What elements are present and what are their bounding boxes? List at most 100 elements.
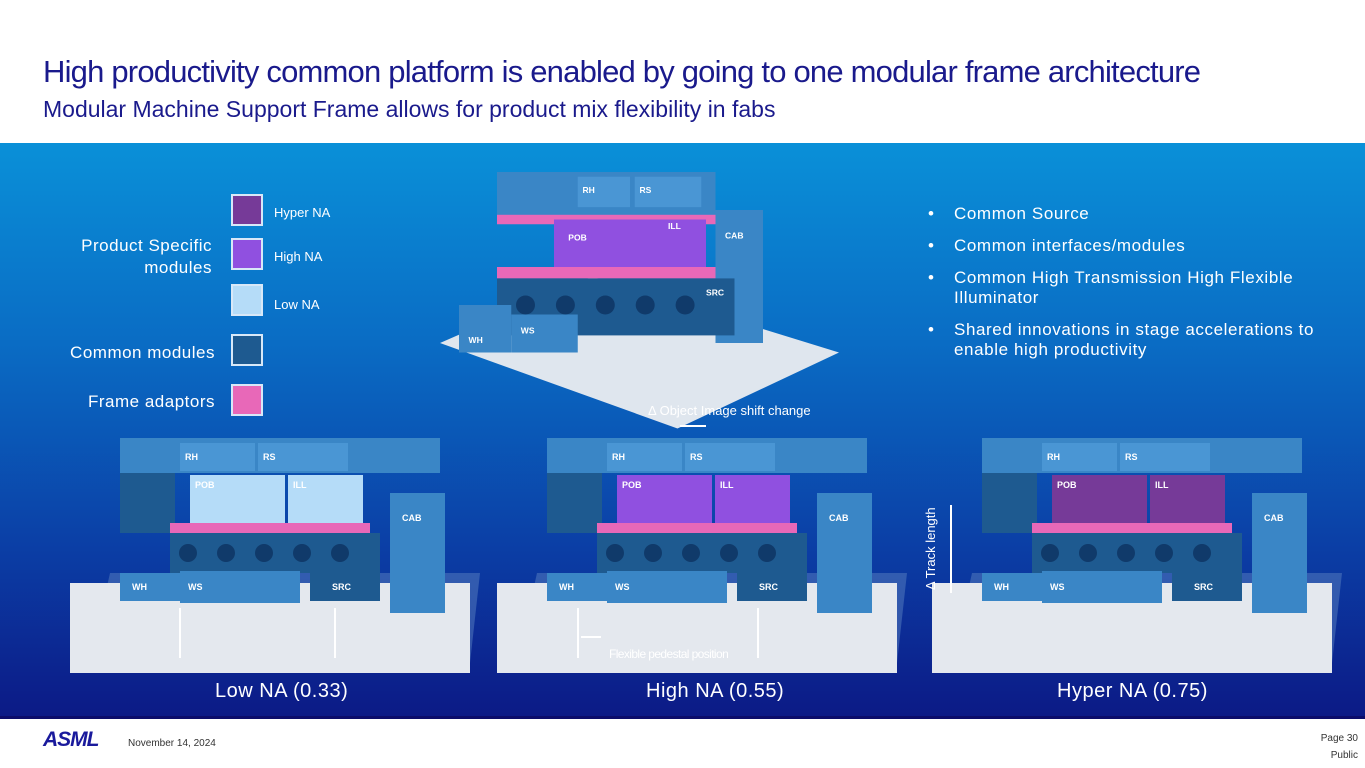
bullet-item: Shared innovations in stage acceleration… bbox=[928, 320, 1318, 360]
module-label-wh: WH bbox=[469, 335, 483, 345]
legend-product-specific: Product Specific modules bbox=[81, 236, 212, 277]
projection-optics-box bbox=[1052, 475, 1147, 530]
footer-divider bbox=[0, 716, 1365, 719]
frame-port bbox=[682, 544, 700, 562]
module-label-rs: RS bbox=[1125, 452, 1138, 462]
frame-adaptor bbox=[597, 523, 797, 533]
caption-hyper-na: Hyper NA (0.75) bbox=[1057, 680, 1208, 702]
module-label-cab: CAB bbox=[725, 231, 744, 241]
wafer-stage bbox=[607, 571, 727, 603]
projection-optics-box bbox=[554, 219, 706, 277]
legend-frame-adaptors: Frame adaptors bbox=[88, 392, 215, 411]
source-interface bbox=[1172, 571, 1242, 601]
page-subtitle: Modular Machine Support Frame allows for… bbox=[43, 96, 776, 122]
module-label-rs: RS bbox=[690, 452, 703, 462]
reticle-handler bbox=[577, 176, 630, 208]
frame-port bbox=[595, 295, 615, 315]
module-label-pob: POB bbox=[195, 480, 215, 490]
module-label-src: SRC bbox=[759, 582, 779, 592]
reticle-stage bbox=[685, 443, 775, 471]
frame-port bbox=[555, 295, 575, 315]
module-label-cab: CAB bbox=[829, 513, 849, 523]
swatch-label-low-na: Low NA bbox=[274, 297, 320, 312]
wafer-handler bbox=[120, 573, 180, 601]
module-label-src: SRC bbox=[332, 582, 352, 592]
legend-common-modules: Common modules bbox=[70, 343, 215, 362]
module-label-wh: WH bbox=[132, 582, 147, 592]
swatch-hyper-na bbox=[231, 194, 263, 226]
module-label-pob: POB bbox=[1057, 480, 1077, 490]
module-label-rh: RH bbox=[583, 185, 595, 195]
frame-port bbox=[1079, 544, 1097, 562]
frame-port bbox=[606, 544, 624, 562]
wafer-handler bbox=[982, 573, 1042, 601]
wafer-stage bbox=[180, 571, 300, 603]
machine-illustrations: RH RS POB ILL CAB WH WS SRC RH RS POB ILL CAB WH WS SRC… bbox=[70, 172, 1342, 673]
swatch-low-na bbox=[231, 284, 263, 316]
frame-side bbox=[120, 473, 175, 533]
module-label-ws: WS bbox=[615, 582, 630, 592]
reticle-stage bbox=[258, 443, 348, 471]
cabinet bbox=[817, 493, 872, 613]
object-image-shift-label: Δ Object Image shift change bbox=[648, 403, 811, 418]
swatch-label-high-na: High NA bbox=[274, 249, 323, 264]
module-label-cab: CAB bbox=[1264, 513, 1284, 523]
reticle-handler bbox=[1042, 443, 1117, 471]
module-label-ill: ILL bbox=[293, 480, 307, 490]
bullet-item: Common Source bbox=[928, 204, 1318, 224]
bullet-item: Common interfaces/modules bbox=[928, 236, 1318, 256]
caption-low-na: Low NA (0.33) bbox=[215, 680, 349, 702]
module-label-cab: CAB bbox=[402, 513, 422, 523]
frame-port bbox=[255, 544, 273, 562]
module-label-rh: RH bbox=[1047, 452, 1060, 462]
module-label-rs: RS bbox=[640, 185, 652, 195]
frame-port bbox=[217, 544, 235, 562]
module-label-ill: ILL bbox=[668, 221, 681, 231]
frame-port bbox=[516, 295, 535, 315]
swatch-common-modules bbox=[231, 334, 263, 366]
arrows bbox=[179, 425, 952, 658]
asml-logo: ASML bbox=[43, 728, 99, 751]
wafer-stage bbox=[511, 314, 578, 353]
page-title: High productivity common platform is ena… bbox=[43, 54, 1201, 89]
source-interface bbox=[310, 571, 380, 601]
module-label-wh: WH bbox=[994, 582, 1009, 592]
module-label-rs: RS bbox=[263, 452, 276, 462]
frame-port bbox=[1041, 544, 1059, 562]
track-length-label: Δ Track length bbox=[923, 507, 938, 590]
frame-port bbox=[720, 544, 738, 562]
illuminator bbox=[288, 475, 363, 530]
swatch-high-na bbox=[231, 238, 263, 270]
reticle-stage bbox=[1120, 443, 1210, 471]
module-label-pob: POB bbox=[622, 480, 642, 490]
frame-adaptor-lower bbox=[497, 267, 716, 279]
frame-port bbox=[1117, 544, 1135, 562]
frame-port bbox=[1193, 544, 1211, 562]
classification: Public bbox=[1330, 750, 1358, 761]
frame-port bbox=[758, 544, 776, 562]
module-label-pob: POB bbox=[568, 232, 587, 242]
flexible-pedestal-label: Flexible pedestal position bbox=[609, 647, 729, 661]
bullet-list: Common Source Common interfaces/modules … bbox=[928, 204, 1318, 372]
frame-side bbox=[982, 473, 1037, 533]
source-interface bbox=[737, 571, 807, 601]
frame-port bbox=[644, 544, 662, 562]
projection-optics-box bbox=[617, 475, 712, 530]
reticle-handler bbox=[180, 443, 255, 471]
frame-adaptor bbox=[1032, 523, 1232, 533]
footer-date: November 14, 2024 bbox=[128, 738, 216, 749]
frame-port bbox=[635, 295, 655, 315]
swatch-label-hyper-na: Hyper NA bbox=[274, 205, 331, 220]
reticle-handler bbox=[607, 443, 682, 471]
frame-port bbox=[1155, 544, 1173, 562]
module-label-ws: WS bbox=[1050, 582, 1065, 592]
cabinet bbox=[1252, 493, 1307, 613]
module-label-rh: RH bbox=[612, 452, 625, 462]
module-label-src: SRC bbox=[706, 288, 724, 298]
frame-port bbox=[331, 544, 349, 562]
projection-optics-box bbox=[190, 475, 285, 530]
